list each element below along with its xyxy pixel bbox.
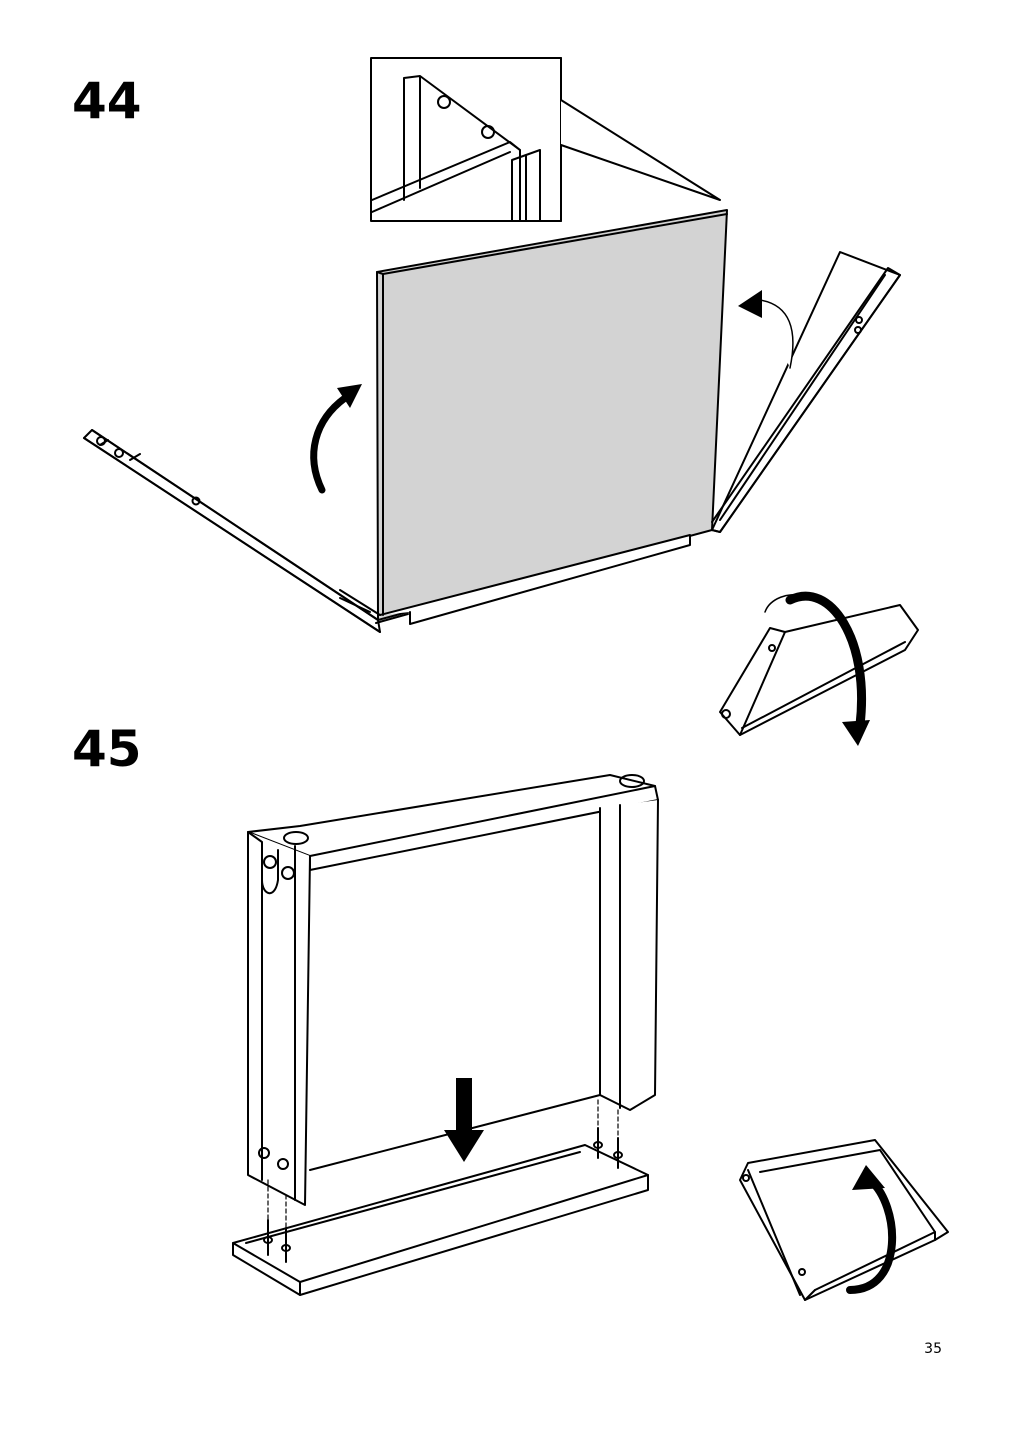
back-panel	[376, 209, 728, 621]
page-number: 35	[924, 1341, 942, 1357]
side-board-right	[711, 251, 901, 533]
detail-callout	[370, 57, 721, 222]
curved-arrow-icon	[310, 384, 362, 494]
side-board-left	[83, 429, 381, 633]
frame-assembly	[232, 774, 659, 1296]
curved-arrow-icon	[738, 290, 794, 369]
bottom-rail	[339, 534, 691, 625]
down-arrow-icon	[444, 1078, 484, 1162]
rotated-frame-thumbnail	[719, 591, 919, 746]
rotated-drawer-thumbnail	[739, 1139, 949, 1301]
step-number-45: 45	[72, 720, 142, 778]
step-number-44: 44	[72, 72, 142, 130]
